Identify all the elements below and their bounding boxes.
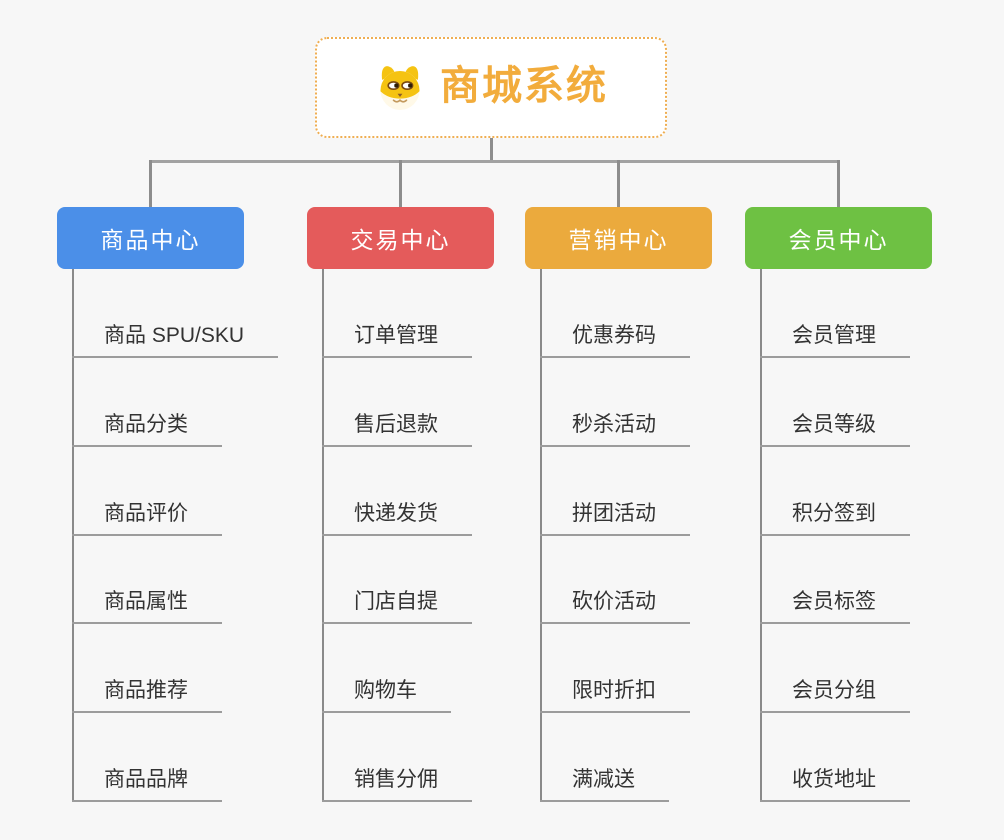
leaf-topic[interactable]: 会员管理 [760,312,910,358]
branch-header-4[interactable]: 会员中心 [745,207,932,269]
leaf-topic[interactable]: 拼团活动 [540,490,690,536]
leaf-topic[interactable]: 快递发货 [322,490,472,536]
leaf-topic[interactable]: 满减送 [540,756,669,802]
root-topic[interactable]: 商城系统 [315,37,667,138]
leaf-topic[interactable]: 会员标签 [760,578,910,624]
leaf-topic[interactable]: 商品分类 [72,401,222,447]
leaf-topic[interactable]: 销售分佣 [322,756,472,802]
root-topic-label: 商城系统 [440,63,608,108]
leaf-topic[interactable]: 商品 SPU/SKU [72,312,279,358]
branch-drop-line [617,160,620,207]
leaf-topic[interactable]: 秒杀活动 [540,401,690,447]
root-connector-line [489,138,493,163]
branch-drop-line [399,160,402,207]
leaf-topic[interactable]: 售后退款 [322,401,472,447]
branch-drop-line [837,160,840,207]
leaf-topic[interactable]: 商品推荐 [72,667,222,713]
leaf-topic[interactable]: 积分签到 [760,490,910,536]
leaf-topic[interactable]: 门店自提 [322,578,472,624]
leaf-topic[interactable]: 砍价活动 [540,578,690,624]
leaf-topic[interactable]: 商品评价 [72,490,222,536]
leaf-topic[interactable]: 收货地址 [760,756,910,802]
branch-header-1[interactable]: 商品中心 [57,207,244,269]
leaf-topic[interactable]: 购物车 [322,667,451,713]
leaf-topic[interactable]: 订单管理 [322,312,472,358]
leaf-topic[interactable]: 会员等级 [760,401,910,447]
horizontal-bus-line [149,160,840,163]
shiba-dog-icon [380,65,420,110]
leaf-topic[interactable]: 会员分组 [760,667,910,713]
leaf-topic[interactable]: 商品品牌 [72,756,222,802]
leaf-topic[interactable]: 优惠券码 [540,312,690,358]
leaf-topic[interactable]: 商品属性 [72,578,222,624]
branch-drop-line [149,160,152,207]
branch-header-2[interactable]: 交易中心 [307,207,494,269]
leaf-topic[interactable]: 限时折扣 [540,667,690,713]
branch-header-3[interactable]: 营销中心 [525,207,712,269]
